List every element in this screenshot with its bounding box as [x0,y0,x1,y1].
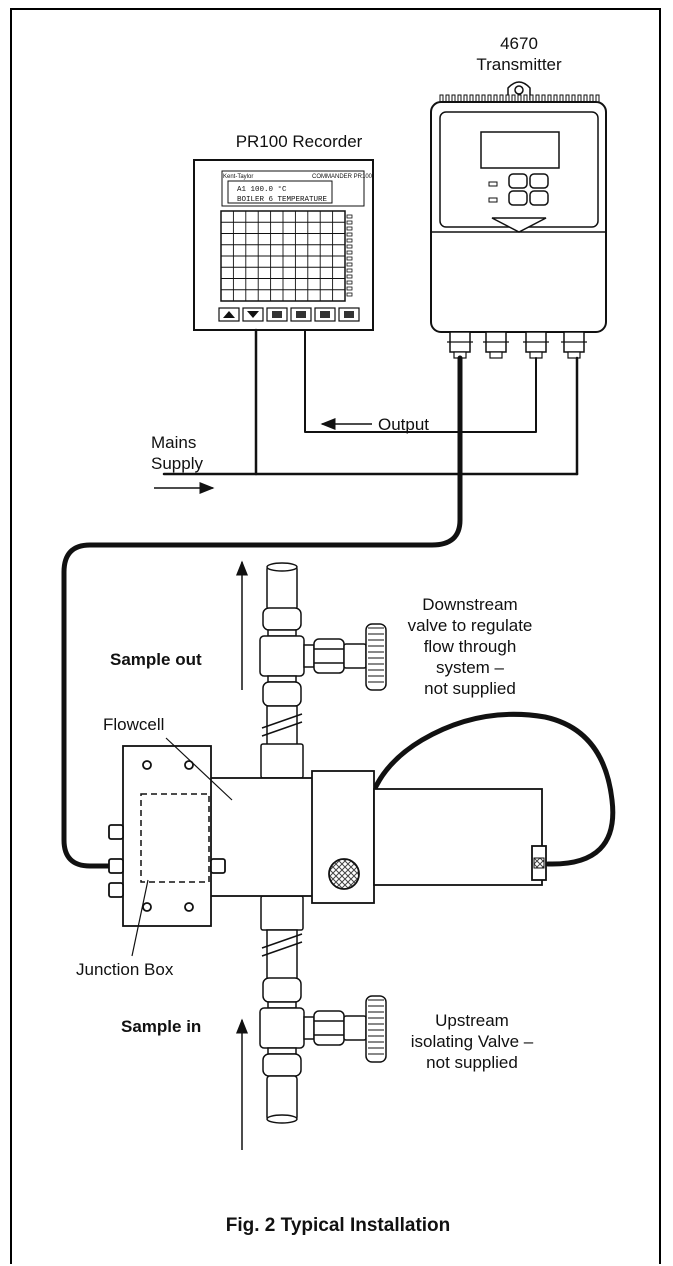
recorder-keypad [218,307,360,322]
recorder-display [227,180,333,204]
sensor-body [373,788,543,886]
recorder-label: PR100 Recorder [236,132,363,151]
downstream-note-line: Downstream [422,595,517,614]
flowcell-assembly [108,745,547,927]
sample-out-label: Sample out [110,650,202,669]
pr100-recorder: PR100 Recorder Kent-Taylor COMMANDER PR1… [193,132,374,331]
upstream-note: Upstream isolating Valve – not supplied [411,1011,534,1072]
sample-in-label: Sample in [121,1017,201,1036]
chart-grid [220,210,346,302]
transmitter: 4670 Transmitter [430,34,607,359]
transmitter-display [480,131,560,169]
down-arrow-icon [247,311,259,318]
transmitter-key [508,190,528,206]
indicator-leds [346,214,353,297]
upstream-valve [303,995,387,1063]
downstream-valve [303,623,387,691]
up-arrow-icon [223,311,235,318]
mains-label-line2: Supply [151,454,203,473]
figure-frame [10,8,661,1264]
figure-caption: Fig. 2 Typical Installation [226,1215,451,1236]
downstream-note: Downstream valve to regulate flow throug… [408,595,533,698]
junction-box-leader [131,879,149,957]
mains-label-line1: Mains [151,433,196,452]
flowcell-label: Flowcell [103,715,164,734]
recorder-brand: Kent-Taylor [223,174,253,180]
downstream-note-line: valve to regulate [408,616,533,635]
sensor-cable [61,355,463,869]
upstream-note-line: Upstream [435,1011,509,1030]
flowcell-body [205,777,319,897]
pipework [259,562,387,1124]
output-label: Output [378,415,429,434]
transmitter-key [529,173,549,189]
flowcell-leader [165,737,233,801]
upstream-note-line: not supplied [426,1053,518,1072]
transmitter-key [529,190,549,206]
recorder-display-line1: A1 100.0 °C [237,185,287,194]
transmitter-label-line1: 4670 [500,34,538,53]
downstream-note-line: system – [436,658,505,677]
transmitter-label-line2: Transmitter [476,55,562,74]
transmitter-key [508,173,528,189]
upstream-note-line: isolating Valve – [411,1032,534,1051]
downstream-note-line: not supplied [424,679,516,698]
downstream-note-line: flow through [424,637,517,656]
mesh-grille-icon [328,858,360,890]
junction-box [122,745,212,927]
cable-glands [447,331,587,359]
junction-box-label: Junction Box [76,960,174,979]
recorder-display-line2: BOILER 6 TEMPERATURE [237,196,328,204]
latch-icon [491,217,547,233]
recorder-model-tag: COMMANDER PR100 [312,174,373,180]
